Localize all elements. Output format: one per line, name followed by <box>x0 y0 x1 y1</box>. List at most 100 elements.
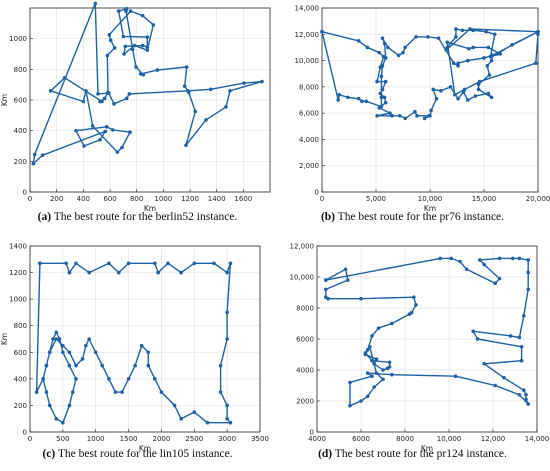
route-node <box>381 377 385 382</box>
caption-a: (a) The best route for the berlin52 inst… <box>0 211 275 223</box>
y-tick-label: 14,000 <box>295 5 320 13</box>
route-node <box>379 104 384 109</box>
route-node <box>462 87 467 92</box>
x-tick-label: 1600 <box>234 195 252 203</box>
caption-text: The best route for the lin105 instance. <box>55 448 233 460</box>
route-node <box>456 61 460 65</box>
route-node <box>182 84 187 88</box>
y-tick-label: 1000 <box>9 296 27 304</box>
route-node <box>31 161 36 166</box>
route-node <box>172 403 177 408</box>
route-node <box>151 23 156 27</box>
route-node <box>145 35 150 39</box>
route-node <box>454 27 458 31</box>
route-node <box>493 383 497 388</box>
route-node <box>124 96 129 101</box>
x-tick-label: 200 <box>50 195 63 203</box>
route-line <box>32 2 263 165</box>
route-node <box>485 64 490 68</box>
route-node <box>102 96 107 101</box>
x-tick-label: 1400 <box>208 195 226 203</box>
route-node <box>396 53 401 58</box>
caption-text: The best route for the pr76 instance. <box>335 211 505 223</box>
route-node <box>115 150 120 154</box>
route-node <box>74 261 78 266</box>
route-node <box>365 348 370 352</box>
route-node <box>383 56 388 60</box>
route-node <box>487 73 492 77</box>
route-node <box>47 403 52 408</box>
route-node <box>54 337 59 341</box>
route-node <box>493 281 497 285</box>
route-node <box>390 321 394 326</box>
route-node <box>382 95 387 100</box>
route-node <box>453 92 457 97</box>
route-node <box>124 9 128 13</box>
route-node <box>67 270 72 275</box>
route-node <box>120 145 124 150</box>
x-axis-label: Km <box>421 444 433 453</box>
route-node <box>324 278 328 282</box>
x-tick-label: 10,000 <box>418 195 443 203</box>
route-node <box>471 28 475 33</box>
route-node <box>379 95 384 100</box>
route-node <box>74 128 78 133</box>
route-node <box>112 46 117 50</box>
x-tick-label: 2000 <box>153 435 171 443</box>
route-node <box>434 96 439 101</box>
route-node <box>365 371 370 375</box>
route-node <box>526 270 530 275</box>
route-node <box>84 343 88 348</box>
route-node <box>466 98 470 102</box>
route-node <box>407 312 412 316</box>
y-tick-label: 8,000 <box>299 83 319 91</box>
route-node <box>146 350 151 355</box>
route-node <box>412 295 416 299</box>
route-node <box>100 363 105 368</box>
caption-tag: (a) <box>37 211 52 223</box>
route-node <box>153 377 157 381</box>
route-node <box>519 358 524 363</box>
route-node <box>34 390 39 394</box>
route-node <box>123 44 128 49</box>
route-node <box>61 420 65 425</box>
route-node <box>225 310 229 315</box>
route-node <box>484 29 488 34</box>
y-tick-label: 1000 <box>9 35 27 43</box>
route-node <box>365 45 370 50</box>
route-node <box>179 270 183 275</box>
route-node <box>488 54 493 59</box>
route-node <box>133 363 137 368</box>
y-tick-label: 4,000 <box>299 136 319 144</box>
route-node <box>478 258 482 262</box>
route-node <box>510 43 514 47</box>
route-node <box>348 403 352 408</box>
route-node <box>456 64 460 68</box>
route-node <box>376 326 381 330</box>
route-node <box>225 337 229 341</box>
route-node <box>62 75 67 80</box>
route-node <box>242 81 246 85</box>
route-node <box>486 91 491 96</box>
x-tick-label: 3000 <box>218 435 236 443</box>
route-node <box>380 36 385 41</box>
route-node <box>70 390 75 394</box>
route-node <box>413 110 417 114</box>
route-node <box>98 138 102 142</box>
y-axis-label: Km <box>0 94 9 106</box>
route-node <box>414 303 418 307</box>
route-node <box>224 105 228 109</box>
route-node <box>536 32 540 37</box>
route-node <box>380 64 385 68</box>
route-node <box>212 261 216 266</box>
route-line <box>325 257 529 407</box>
route-node <box>388 111 392 115</box>
route-node <box>116 270 121 275</box>
route-node <box>383 100 388 105</box>
route-node <box>156 270 160 275</box>
route-node <box>526 258 530 262</box>
route-node <box>368 344 372 349</box>
